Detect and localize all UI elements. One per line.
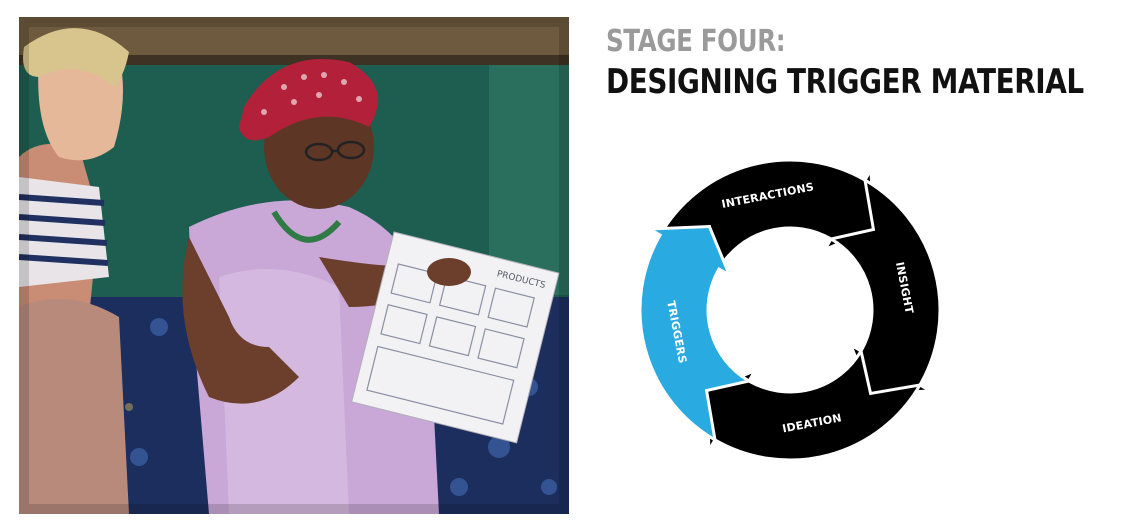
- field-research-photo: PRODUCTS: [19, 17, 569, 514]
- cycle-segment-triggers: [638, 225, 754, 443]
- stage-kicker: STAGE FOUR:: [606, 24, 786, 59]
- stage-title: DESIGNING TRIGGER MATERIAL: [606, 62, 1084, 102]
- page-heading: STAGE FOUR: DESIGNING TRIGGER MATERIAL: [606, 24, 1116, 103]
- photo-illustration: PRODUCTS: [19, 17, 569, 514]
